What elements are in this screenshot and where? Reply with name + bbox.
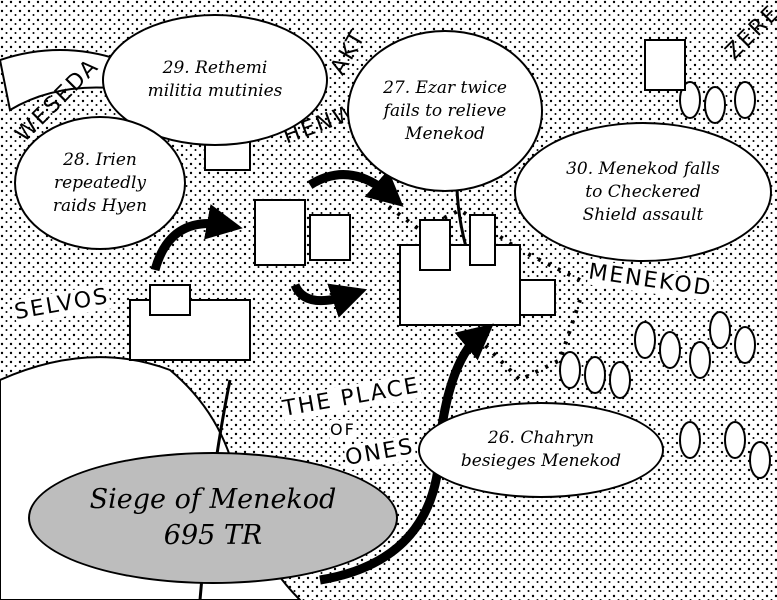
event-line: besieges Menekod [460,451,622,471]
label-of: OF [330,420,356,439]
event-line: fails to relieve [383,100,507,121]
map-date: 695 TR [163,520,263,551]
event-28-oval: 28. Irien repeatedly raids Hyen [14,116,186,250]
arrow-relief-1 [307,169,404,207]
event-line: Shield assault [582,204,704,225]
event-line: raids Hyen [52,195,148,216]
siege-line [378,198,582,383]
forest [559,81,771,479]
event-26-oval: 26. Chahryn besieges Menekod [418,402,664,498]
arrow-raids-hyen [150,204,243,272]
map-title: Siege of Menekod [89,484,337,515]
map-title-oval: Siege of Menekod 695 TR [28,452,398,584]
event-29-oval: 29. Rethemi militia mutinies [102,14,328,146]
event-line: militia mutinies [147,81,283,101]
event-line: repeatedly [53,172,147,193]
event-line: 26. Chahryn [487,428,595,448]
event-27-oval: 27. Ezar twice fails to relieve Menekod [347,30,543,192]
event-line: 28. Irien [63,149,137,170]
event-line: 30. Menekod falls [566,158,720,179]
event-line: to Checkered [585,181,701,202]
event-30-oval: 30. Menekod falls to Checkered Shield as… [514,122,772,262]
arrow-relief-2 [290,282,368,318]
event-line: 27. Ezar twice [383,77,507,98]
event-line: Menekod [405,123,485,144]
event-line: 29. Rethemi [162,58,268,78]
